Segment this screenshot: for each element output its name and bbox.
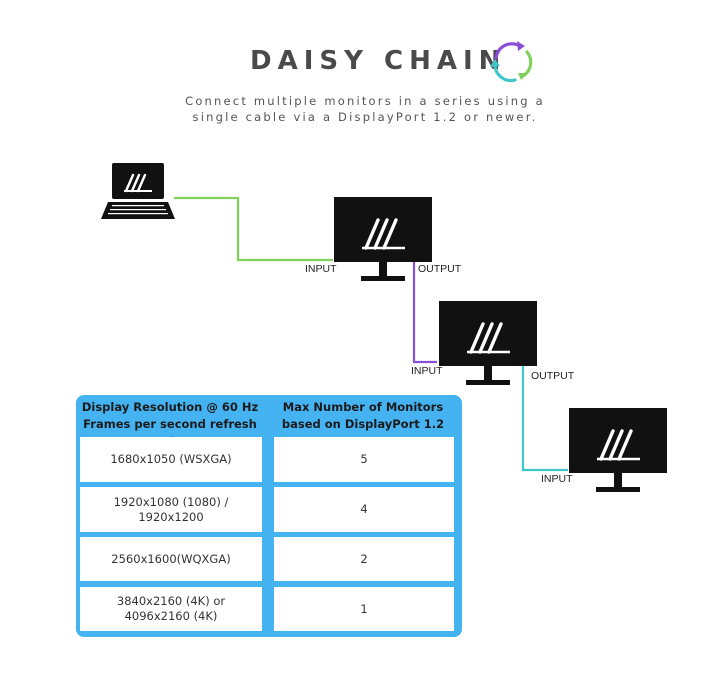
header-resolution: Display Resolution @ 60 Hz Frames per se…	[76, 399, 264, 448]
laptop-icon	[101, 163, 175, 219]
header-max-monitors: Max Number of Monitors based on DisplayP…	[272, 399, 454, 437]
purple-wire	[412, 262, 437, 364]
cell-text: 1680x1050 (WSXGA)	[110, 452, 232, 466]
subtitle: Connect multiple monitors in a series us…	[150, 93, 580, 125]
cell-text: 4	[360, 502, 368, 516]
subtitle-line-2: single cable via a DisplayPort 1.2 or ne…	[192, 110, 538, 124]
cell-text: 1	[360, 601, 368, 616]
cell-text-line-1: 3840x2160 (4K) or	[116, 594, 226, 608]
resolution-table: Display Resolution @ 60 Hz Frames per se…	[76, 395, 462, 637]
monitor-2	[439, 301, 537, 385]
monitor-3-input-label: INPUT	[541, 473, 573, 485]
green-wire	[174, 196, 333, 262]
table-row-2-resolution: 1920x1080 (1080) / 1920x1200	[80, 487, 262, 532]
title-block: DAISY CHAIN	[240, 40, 540, 90]
monitor-1-input-label: INPUT	[305, 263, 337, 275]
monitor-1	[334, 197, 432, 281]
cell-text: 2	[360, 551, 368, 566]
monitor-1-output-label: OUTPUT	[418, 263, 462, 275]
cell-text: 2560x1600(WQXGA)	[111, 551, 231, 566]
header-resolution-line-1: Display Resolution @ 60 Hz	[81, 400, 259, 414]
table-row-4-resolution: 3840x2160 (4K) or 4096x2160 (4K)	[80, 587, 262, 631]
table-row-3-max: 2	[274, 537, 454, 581]
monitor-2-input-label: INPUT	[411, 365, 443, 377]
cell-text: 1920x1080 (1080) / 1920x1200	[113, 494, 229, 524]
header-max-line-2: based on DisplayPort 1.2	[281, 417, 445, 431]
monitor-2-output-label: OUTPUT	[531, 370, 575, 382]
cell-text: 5	[360, 452, 368, 466]
table-row-1-max: 5	[274, 437, 454, 482]
cycle-arrows-icon	[490, 41, 533, 83]
table-row-1-resolution: 1680x1050 (WSXGA)	[80, 437, 262, 482]
monitor-3	[569, 408, 667, 492]
table-row-4-max: 1	[274, 587, 454, 631]
page-title: DAISY CHAIN	[250, 46, 507, 76]
table-row-3-resolution: 2560x1600(WQXGA)	[80, 537, 262, 581]
teal-wire	[521, 362, 568, 472]
cell-text-line-2: 4096x2160 (4K)	[124, 609, 218, 623]
table-row-2-max: 4	[274, 487, 454, 532]
subtitle-line-1: Connect multiple monitors in a series us…	[185, 94, 545, 108]
header-max-line-1: Max Number of Monitors	[282, 400, 444, 414]
